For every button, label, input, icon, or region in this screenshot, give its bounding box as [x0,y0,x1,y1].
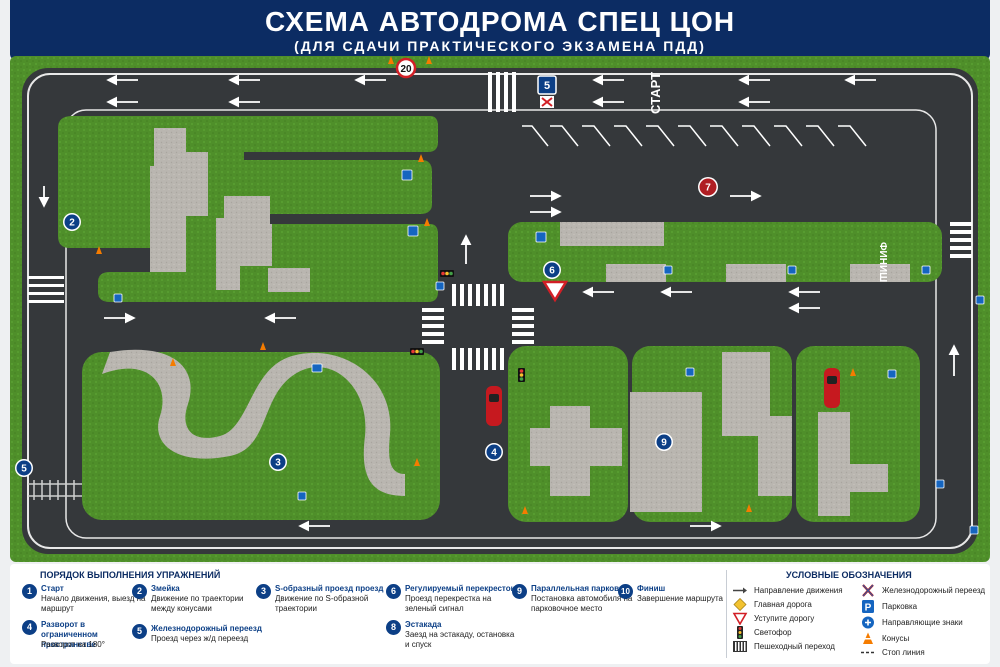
crosswalk-top [488,72,516,112]
start-label: СТАРТ [648,72,663,114]
traffic-light-icon [410,270,525,382]
diagonal-parking [522,125,867,147]
crosswalk-west [422,308,444,344]
svg-text:3: 3 [275,458,281,469]
direction-arrow-icon [733,587,747,594]
reverse-path [530,406,622,496]
speed-limit-value: 20 [400,64,412,75]
svg-text:P: P [865,603,872,614]
crosswalk-south [452,348,504,370]
crosswalk-right [950,222,972,258]
parking-pave-center [630,392,702,512]
svg-text:9: 9 [661,438,667,449]
crosswalk-north [452,284,504,306]
symbols-heading: УСЛОВНЫЕ ОБОЗНАЧЕНИЯ [786,570,912,580]
svg-text:5: 5 [544,80,550,92]
speed-limit-sign-icon [395,57,417,79]
legend-panel: ПОРЯДОК ВЫПОЛНЕНИЯ УПРАЖНЕНИЙ УСЛОВНЫЕ О… [10,564,990,664]
svg-text:2: 2 [69,218,75,229]
direction-arrows [38,74,960,532]
svg-text:6: 6 [549,266,555,277]
snake-path-1 [150,128,208,272]
direction-sign-icon [862,616,874,629]
exercises-heading: ПОРЯДОК ВЫПОЛНЕНИЯ УПРАЖНЕНИЙ [40,570,221,580]
header: СХЕМА АВТОДРОМА СПЕЦ ЦОН (ДЛЯ СДАЧИ ПРАК… [10,0,990,60]
symbol-traffic-light: Светофор [732,626,852,640]
crosswalk-left [28,276,64,303]
marker-2: 2 [63,213,81,231]
marker-5-left: 5 [15,459,33,477]
parking-pave-1 [560,222,664,246]
crosswalk-icon [733,641,747,652]
finish-label: ФИНИШ [877,242,888,282]
page-title: СХЕМА АВТОДРОМА СПЕЦ ЦОН [264,6,736,37]
marker-5-top: 5 [537,75,557,108]
svg-text:5: 5 [21,464,27,475]
symbol-stop-line: Стоп линия [860,646,980,660]
traffic-light-icon [737,626,743,639]
parking-pave-4 [850,264,910,282]
symbol-crosswalk: Пешеходный переход [732,640,852,654]
right-lower-pave [818,412,888,516]
svg-text:7: 7 [705,183,711,194]
symbol-main-road: Главная дорога [732,598,852,612]
legend-divider [726,570,727,658]
parking-pave-2 [606,264,666,282]
symbol-direction-sign: Направляющие знаки [860,616,980,630]
symbol-cone: Конусы [860,632,980,646]
car-icon [486,368,840,426]
symbol-yield: Уступите дорогу [732,612,852,626]
marker-4: 4 [485,443,503,461]
page-subtitle: (ДЛЯ СДАЧИ ПРАКТИЧЕСКОГО ЭКЗАМЕНА ПДД) [294,38,706,54]
symbol-railway: Железнодорожный переезд [860,584,985,598]
railway-left [28,480,82,500]
cone-icon [96,56,856,514]
svg-text:4: 4 [491,448,497,459]
yield-sign-icon [732,612,748,625]
parking-pave-3 [726,264,786,282]
direction-sign-icon [113,169,985,535]
parking-icon: P [862,600,874,614]
snake-path-2 [216,196,272,290]
right-lower-grass [796,346,920,522]
marker-3: 3 [269,453,287,471]
cone-icon [863,632,873,644]
snake-path-3 [268,268,310,292]
s-curve-path [102,349,405,496]
track-map: СТАРТ ФИНИШ 20 2 3 4 5 5 6 [10,56,990,562]
inner-edge-line [65,109,937,539]
marker-9: 9 [655,433,673,451]
marker-7: 7 [698,177,718,197]
marker-6: 6 [543,261,561,279]
crosswalk-east [512,308,534,344]
yield-sign-icon [541,280,569,303]
symbol-direction: Направление движения [732,584,852,598]
stop-line-icon [861,651,875,654]
railway-crossing-icon [862,584,874,597]
main-road-icon [733,598,747,611]
parking-pave-center-2 [722,352,792,496]
